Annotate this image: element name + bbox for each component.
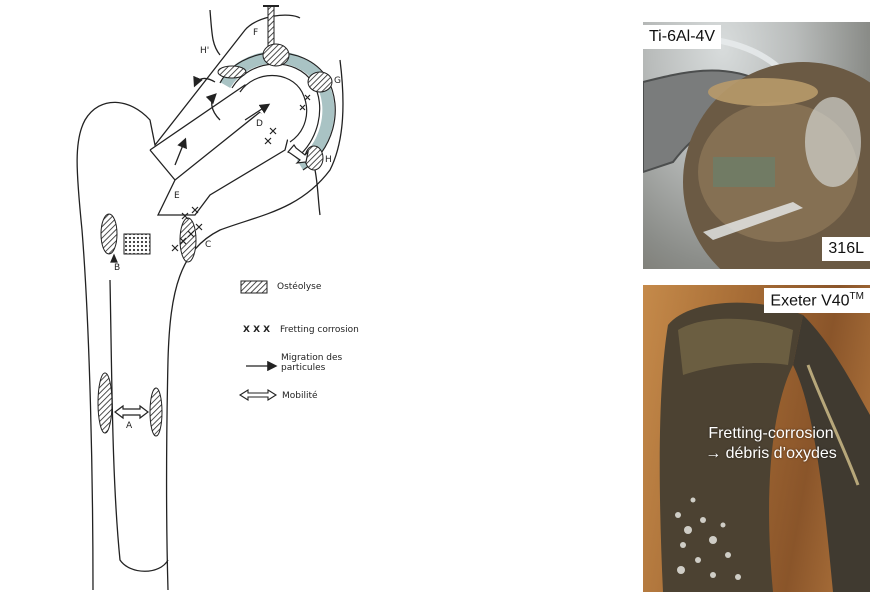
hip-prosthesis-diagram: A B C D E F G H H' — [0, 0, 600, 592]
legend-mobility-arrow — [240, 390, 276, 400]
fretting-caption: Fretting-corrosion → débris d’oxydes — [671, 424, 870, 464]
stem-tag-name: Exeter V40 — [770, 292, 849, 309]
fretting-caption-line1: Fretting-corrosion — [671, 424, 870, 444]
granuloma-block — [124, 234, 150, 254]
fretting-caption-line2: → débris d’oxydes — [671, 444, 870, 464]
label-C: C — [205, 240, 211, 250]
label-G: G — [334, 76, 341, 86]
legend-osteolysis-swatch — [241, 281, 267, 293]
photo-femoral-head: Ti-6Al-4V 316L — [643, 22, 870, 269]
legend-migration-label: Migration des particules — [281, 353, 342, 373]
label-F: F — [253, 28, 258, 38]
label-D: D — [256, 119, 263, 129]
label-H: H — [325, 155, 332, 165]
photo-exeter-stem: Exeter V40TM Fretting-corrosion → débris… — [643, 285, 870, 592]
alloy-tag-ti6al4v: Ti-6Al-4V — [643, 25, 721, 49]
label-H-prime: H' — [200, 46, 209, 56]
label-B: B — [114, 263, 120, 273]
legend-fretting-symbol: X X X — [243, 325, 270, 335]
alloy-tag-316l: 316L — [822, 237, 870, 261]
legend-mobility-label: Mobilité — [282, 391, 318, 401]
stem-tag-exeter: Exeter V40TM — [764, 288, 870, 313]
legend-osteolysis-label: Ostéolyse — [277, 282, 321, 292]
trademark-sup: TM — [850, 291, 864, 302]
legend-fretting-label: Fretting corrosion — [280, 325, 359, 335]
label-E: E — [174, 191, 180, 201]
label-A: A — [126, 421, 133, 431]
